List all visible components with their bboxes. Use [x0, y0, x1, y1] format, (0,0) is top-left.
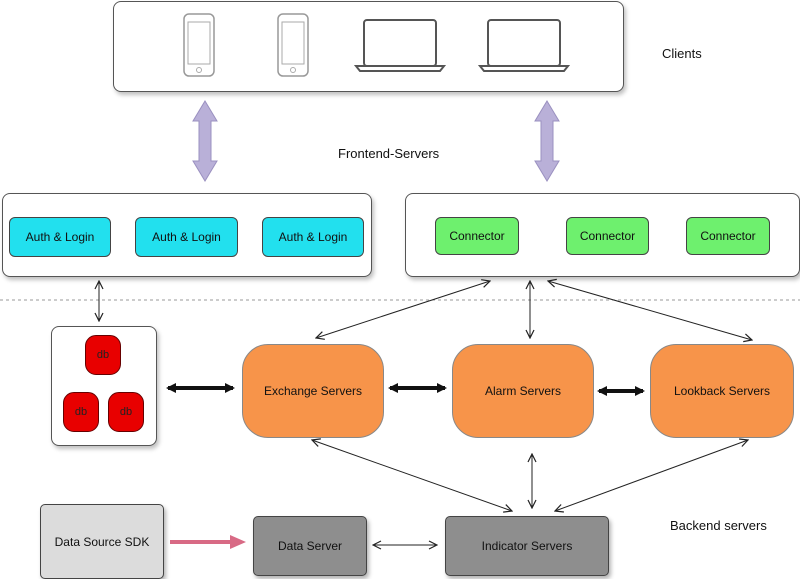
- arrow-lookback-indicator: [555, 440, 748, 511]
- alarm-servers: Alarm Servers: [452, 344, 594, 438]
- big-arrow-left: [192, 100, 218, 182]
- clients-label: Clients: [662, 46, 702, 61]
- data-server: Data Server: [253, 516, 367, 576]
- exchange-servers: Exchange Servers: [242, 344, 384, 438]
- connector-box: Connector: [566, 217, 649, 255]
- laptop-icon: [353, 19, 447, 72]
- arrow-connector-exchange: [316, 281, 490, 338]
- data-source-sdk: Data Source SDK: [40, 504, 164, 579]
- auth-login-box: Auth & Login: [9, 217, 111, 257]
- auth-login-box: Auth & Login: [135, 217, 238, 257]
- backend-label: Backend servers: [670, 518, 767, 533]
- auth-login-box: Auth & Login: [262, 217, 364, 257]
- big-arrow-right: [534, 100, 560, 182]
- indicator-servers: Indicator Servers: [445, 516, 609, 576]
- db-cylinder: db: [85, 335, 121, 375]
- frontend-label: Frontend-Servers: [338, 146, 440, 161]
- lookback-servers: Lookback Servers: [650, 344, 794, 438]
- laptop-icon: [477, 19, 571, 72]
- phone-icon: [277, 13, 309, 77]
- arrow-exchange-indicator: [312, 440, 512, 511]
- db-cylinder: db: [108, 392, 144, 432]
- db-cylinder: db: [63, 392, 99, 432]
- phone-icon: [183, 13, 215, 77]
- arrow-connector-lookback: [548, 281, 752, 340]
- connector-box: Connector: [435, 217, 519, 255]
- arrow-sdk-dataserver: [170, 535, 246, 549]
- connector-box: Connector: [686, 217, 770, 255]
